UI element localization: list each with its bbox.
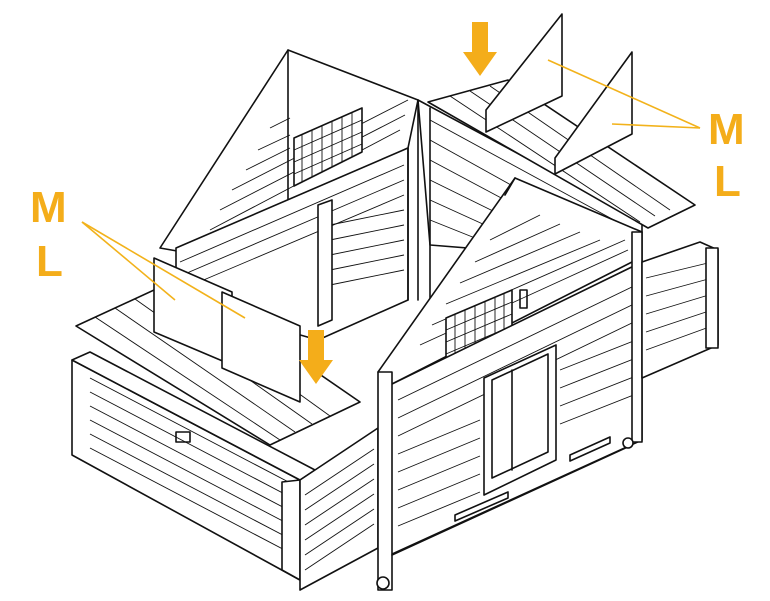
left-label-m: M [30,183,67,232]
left-label-l: L [36,237,63,286]
down-arrow-icon [299,330,333,384]
right-label-l: L [714,157,741,206]
divider-right-2 [554,51,633,175]
down-arrow-icon [463,22,497,76]
right-label-m: M [708,105,745,154]
main-house [159,49,643,591]
left-nesting-box [71,277,379,591]
divider-left-2 [221,291,301,403]
divider-right-1 [485,13,563,133]
leader-lines [81,59,701,319]
